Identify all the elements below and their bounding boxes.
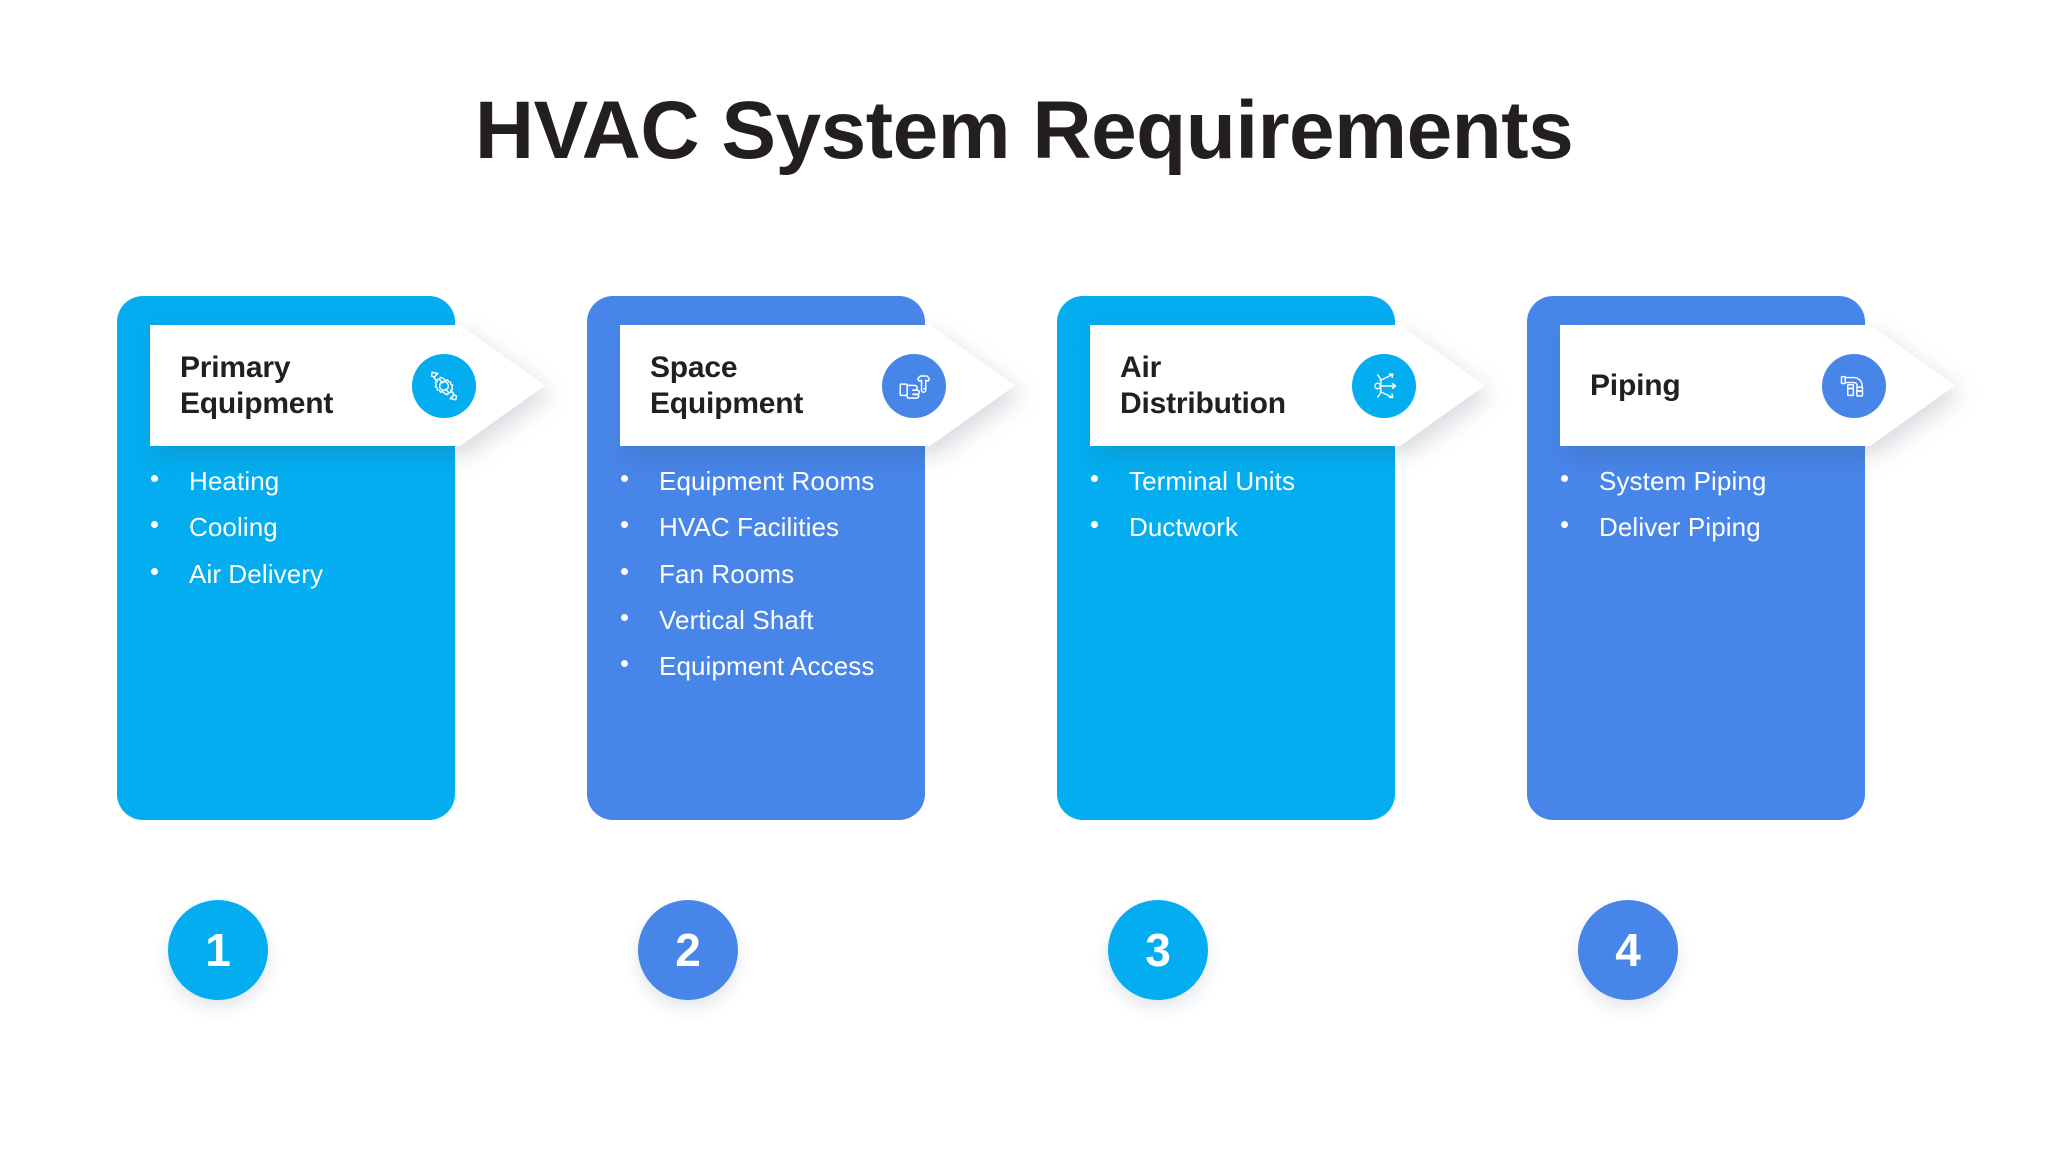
bullet-label: Ductwork xyxy=(1129,512,1239,543)
bullet-dot-icon xyxy=(1085,510,1129,529)
card-4-bullet-list: System Piping Deliver Piping xyxy=(1555,464,1855,557)
hand-wrench-icon xyxy=(882,353,946,418)
card-1-header-banner[interactable]: Primary Equipment xyxy=(150,325,545,446)
card-2-title: Space Equipment xyxy=(650,350,804,420)
bullet-dot-icon xyxy=(615,464,659,482)
list-item: Fan Rooms xyxy=(615,557,915,591)
bullet-label: HVAC Facilities xyxy=(659,512,840,543)
bullet-label: Terminal Units xyxy=(1129,466,1296,496)
card-1-title: Primary Equipment xyxy=(180,350,334,420)
air-distribution-icon xyxy=(1352,353,1416,418)
list-item: Equipment Rooms xyxy=(615,464,915,498)
bullet-label: Vertical Shaft xyxy=(659,604,814,635)
bullet-dot-icon xyxy=(145,510,189,529)
step-number-label: 4 xyxy=(1615,924,1641,976)
card-3-title: Air Distribution xyxy=(1120,350,1286,420)
step-number-2: 2 xyxy=(638,900,738,1000)
card-4[interactable]: Piping System P xyxy=(1527,296,1955,820)
column-2: Space Equipment Equipment Ro xyxy=(587,296,1015,1000)
step-number-label: 2 xyxy=(675,924,701,976)
step-number-label: 3 xyxy=(1145,924,1171,976)
bullet-dot-icon xyxy=(145,464,189,482)
list-item: System Piping xyxy=(1555,464,1855,498)
banner-content: Piping xyxy=(1560,325,1955,446)
bullet-dot-icon xyxy=(615,603,659,621)
list-item: Equipment Access xyxy=(615,649,915,683)
step-number-3: 3 xyxy=(1108,900,1208,1000)
banner-shadow xyxy=(1560,325,1955,446)
bullet-dot-icon xyxy=(1555,464,1599,482)
bullet-dot-icon xyxy=(615,557,659,575)
banner-shadow xyxy=(1090,325,1485,446)
page-title: HVAC System Requirements xyxy=(474,85,1574,176)
list-item: Heating xyxy=(145,464,445,498)
card-2[interactable]: Space Equipment Equipment Ro xyxy=(587,296,1015,820)
card-2-header-banner[interactable]: Space Equipment xyxy=(620,325,1015,446)
banner-shape xyxy=(150,325,545,446)
card-3-header-banner[interactable]: Air Distribution xyxy=(1090,325,1485,446)
card-1-bullet-list: Heating Cooling Air Delivery xyxy=(145,464,445,603)
list-item: Terminal Units xyxy=(1085,464,1385,498)
step-number-4: 4 xyxy=(1578,900,1678,1000)
bullet-dot-icon xyxy=(615,510,659,529)
wrench-gear-icon xyxy=(412,353,476,418)
banner-shadow xyxy=(150,325,545,446)
bullet-label: System Piping xyxy=(1599,466,1767,496)
list-item: HVAC Facilities xyxy=(615,510,915,544)
banner-shape xyxy=(620,325,1015,446)
bullet-label: Equipment Rooms xyxy=(659,466,875,496)
banner-shape xyxy=(1560,325,1955,446)
card-1[interactable]: Primary Equipment Heating xyxy=(117,296,545,820)
banner-content: Primary Equipment xyxy=(150,325,545,446)
banner-shadow xyxy=(620,325,1015,446)
list-item: Cooling xyxy=(145,510,445,544)
card-4-title: Piping xyxy=(1590,368,1681,402)
bullet-dot-icon xyxy=(615,649,659,668)
banner-shape xyxy=(1090,325,1485,446)
banner-content: Air Distribution xyxy=(1090,325,1485,446)
list-item: Ductwork xyxy=(1085,510,1385,544)
column-1: Primary Equipment Heating xyxy=(117,296,545,1000)
bullet-label: Fan Rooms xyxy=(659,558,795,589)
step-number-label: 1 xyxy=(205,924,231,976)
banner-content: Space Equipment xyxy=(620,325,1015,446)
card-3-bullet-list: Terminal Units Ductwork xyxy=(1085,464,1385,557)
bullet-label: Air Delivery xyxy=(189,558,324,589)
card-3[interactable]: Air Distribution xyxy=(1057,296,1485,820)
bullet-dot-icon xyxy=(1085,464,1129,482)
list-item: Deliver Piping xyxy=(1555,510,1855,544)
card-2-bullet-list: Equipment Rooms HVAC Facilities Fan Room… xyxy=(615,464,915,696)
list-item: Air Delivery xyxy=(145,557,445,591)
step-number-1: 1 xyxy=(168,900,268,1000)
bullet-label: Equipment Access xyxy=(659,651,875,682)
bullet-dot-icon xyxy=(1555,510,1599,529)
bullet-dot-icon xyxy=(145,557,189,575)
bullet-label: Heating xyxy=(189,466,280,496)
column-4: Piping System P xyxy=(1527,296,1955,1000)
card-4-header-banner[interactable]: Piping xyxy=(1560,325,1955,446)
pipe-elbow-icon xyxy=(1822,353,1886,418)
bullet-label: Deliver Piping xyxy=(1599,512,1761,543)
bullet-label: Cooling xyxy=(189,512,278,543)
list-item: Vertical Shaft xyxy=(615,603,915,637)
column-3: Air Distribution xyxy=(1057,296,1485,1000)
